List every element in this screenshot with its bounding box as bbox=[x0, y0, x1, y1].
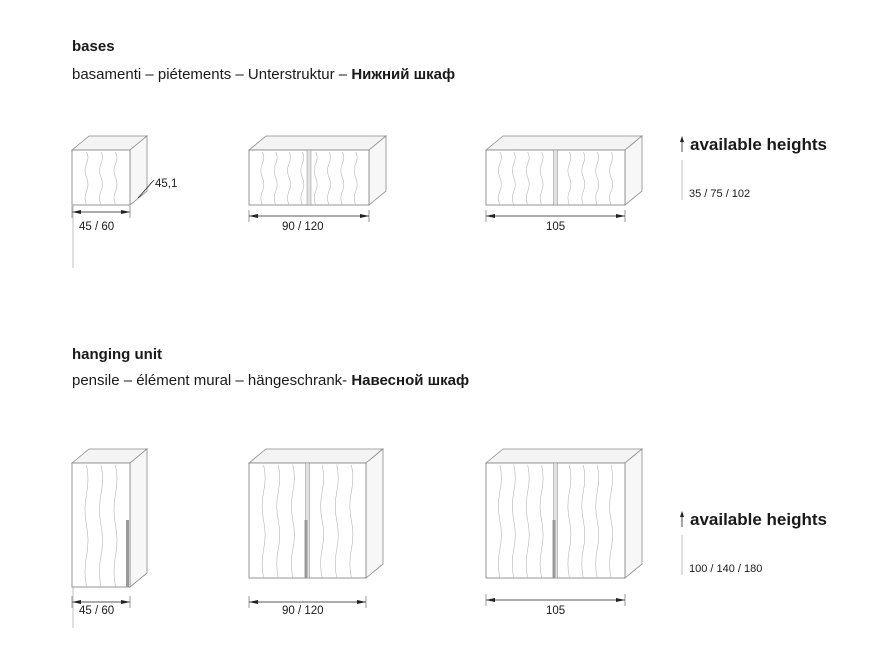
base-dim-2-arrow-right bbox=[360, 214, 369, 218]
bases-width-label-3: 105 bbox=[546, 221, 566, 233]
hanging-dim-1-arrow-right bbox=[121, 600, 130, 604]
hanging-unit-3-grain bbox=[498, 464, 502, 579]
hanging-unit-2-top bbox=[247, 448, 385, 464]
base-dim-3-arrow-left bbox=[486, 214, 495, 218]
hanging-unit-3-grain bbox=[581, 464, 586, 579]
bases-heights-value: 35 / 75 / 102 bbox=[689, 188, 751, 200]
hanging-unit-3-grain bbox=[595, 464, 599, 579]
bases-width-label-2: 90 / 120 bbox=[282, 221, 324, 233]
hanging-unit-3-grain bbox=[539, 464, 544, 579]
hanging-unit-2-grain bbox=[276, 464, 281, 579]
base-unit-3-grain bbox=[609, 151, 613, 206]
hanging-dim-2-arrow-right bbox=[357, 600, 366, 604]
base-unit-2-grain bbox=[300, 151, 305, 206]
bases-title: bases bbox=[72, 38, 115, 55]
hanging-unit-1-grain bbox=[84, 464, 89, 588]
hanging-height-arrowhead-icon bbox=[680, 511, 684, 517]
base-unit-3-grain bbox=[525, 151, 530, 206]
hanging-dim-1-arrow-left bbox=[72, 600, 81, 604]
hanging-unit-2-side bbox=[365, 448, 384, 579]
base-unit-3-grain bbox=[595, 151, 599, 206]
hanging-unit-3-grain bbox=[567, 464, 572, 579]
bases-subtitle: basamenti – piétements – Unterstruktur –… bbox=[72, 66, 455, 83]
hanging-unit-2-grain bbox=[320, 464, 324, 579]
hanging-heights-value: 100 / 140 / 180 bbox=[689, 563, 763, 575]
hanging-width-label-1: 45 / 60 bbox=[79, 605, 115, 617]
base-unit-3-grain bbox=[581, 151, 586, 206]
base-unit-1-grain bbox=[99, 151, 103, 206]
hanging-width-label-3: 105 bbox=[546, 605, 566, 617]
base-unit-2-grain bbox=[353, 151, 358, 206]
bases-subtitle-ru: Нижний шкаф bbox=[351, 66, 456, 83]
base-unit-2-grain bbox=[340, 151, 345, 206]
hanging-dim-3-arrow-right bbox=[616, 598, 625, 602]
base-unit-2-top bbox=[247, 135, 388, 151]
bases-subtitle-text: basamenti – piétements – Unterstruktur – bbox=[72, 66, 352, 83]
hanging-unit-3-top bbox=[484, 448, 644, 464]
hanging-subtitle: pensile – élément mural – hängeschrank- … bbox=[72, 372, 469, 389]
bases-depth-label: 45,1 bbox=[155, 178, 178, 190]
bases-width-label-1: 45 / 60 bbox=[79, 221, 115, 233]
base-height-arrowhead-icon bbox=[680, 136, 684, 142]
hanging-unit-2-grain bbox=[291, 464, 295, 579]
base-unit-3-grain bbox=[498, 151, 502, 206]
hanging-unit-2-grain bbox=[349, 464, 354, 579]
hanging-unit-1-handle bbox=[126, 520, 129, 587]
base-unit-3-grain bbox=[539, 151, 544, 206]
hanging-unit-3-handle bbox=[552, 520, 556, 578]
base-dim-2-arrow-left bbox=[249, 214, 258, 218]
base-unit-1-grain bbox=[113, 151, 118, 206]
hanging-unit-3-grain bbox=[512, 464, 516, 579]
hanging-title: hanging unit bbox=[72, 346, 162, 363]
hanging-available-heights-label: available heights bbox=[690, 510, 827, 529]
hanging-unit-2-handle bbox=[304, 520, 308, 578]
base-unit-2-grain bbox=[313, 151, 318, 206]
hanging-unit-3-grain bbox=[525, 464, 530, 579]
hanging-subtitle-ru: Навесной шкаф bbox=[351, 372, 470, 389]
bases-available-heights-label: available heights bbox=[690, 135, 827, 154]
hanging-unit-3-side bbox=[624, 448, 643, 579]
hanging-width-label-2: 90 / 120 bbox=[282, 605, 324, 617]
base-unit-3-grain bbox=[512, 151, 516, 206]
base-depth-dim bbox=[137, 179, 155, 199]
base-unit-2-grain bbox=[260, 151, 265, 206]
hanging-unit-3-grain bbox=[609, 464, 613, 579]
base-unit-2-grain bbox=[287, 151, 291, 206]
base-unit-3-door-split bbox=[553, 149, 558, 206]
hanging-unit-1-side bbox=[129, 448, 148, 588]
base-unit-2-grain bbox=[327, 151, 331, 206]
base-dim-1-arrow-right bbox=[121, 210, 130, 214]
hanging-subtitle-text: pensile – élément mural – hängeschrank- bbox=[72, 372, 352, 389]
hanging-dim-3-arrow-left bbox=[486, 598, 495, 602]
base-unit-2-grain bbox=[273, 151, 278, 206]
base-dim-1-arrow-left bbox=[72, 210, 81, 214]
hanging-dim-2-arrow-left bbox=[249, 600, 258, 604]
base-unit-3-grain bbox=[567, 151, 572, 206]
hanging-unit-1-grain bbox=[99, 464, 103, 588]
hanging-unit-2-grain bbox=[334, 464, 339, 579]
base-unit-2-door-split bbox=[306, 149, 312, 206]
hanging-unit-1-grain bbox=[113, 464, 118, 588]
base-unit-1-grain bbox=[84, 151, 89, 206]
hanging-unit-2-grain bbox=[261, 464, 266, 579]
base-dim-3-arrow-right bbox=[616, 214, 625, 218]
base-unit-3-top bbox=[484, 135, 644, 151]
